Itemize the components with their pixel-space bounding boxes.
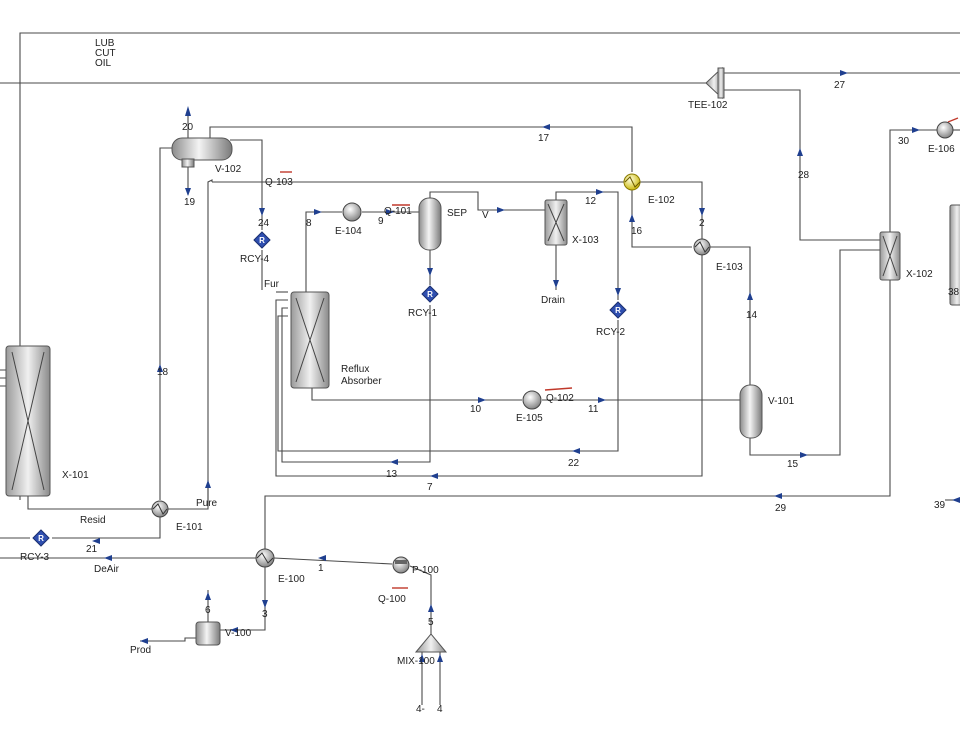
stream-lines [0, 32, 960, 705]
label-e104: E-104 [335, 226, 362, 237]
label-s1: 1 [318, 563, 324, 574]
label-sep: SEP [447, 208, 467, 219]
label-e100: E-100 [278, 574, 305, 585]
label-s2: 2 [699, 218, 705, 229]
label-s14: 14 [746, 310, 758, 321]
label-x102: X-102 [906, 269, 933, 280]
heater-e105[interactable] [522, 390, 542, 410]
label-s39: 39 [934, 500, 946, 511]
column-reflux-absorber[interactable] [290, 291, 330, 389]
label-s18: 18 [157, 367, 169, 378]
heat-exchanger-e101[interactable] [151, 500, 169, 518]
label-s17: 17 [538, 133, 550, 144]
vessel-v100[interactable] [195, 621, 221, 646]
label-drain: Drain [541, 295, 565, 306]
column-x103[interactable] [544, 199, 568, 246]
separator-sep[interactable] [418, 197, 442, 251]
label-p100: P-100 [412, 565, 439, 576]
label-s7: 7 [427, 482, 433, 493]
energy-streams [280, 117, 959, 589]
label-s4a: 4- [416, 704, 425, 715]
recycle-rcy4[interactable]: R [253, 231, 271, 249]
label-s4b: 4 [437, 704, 443, 715]
label-reflux: Reflux [341, 364, 369, 375]
label-s6: 6 [205, 605, 211, 616]
label-rcy4: RCY-4 [240, 254, 270, 265]
labels: LUB CUT OIL TEE-102 27 17 20 V-102 Q-103… [20, 38, 960, 715]
label-deair: DeAir [94, 564, 120, 575]
heater-e106[interactable] [936, 121, 954, 139]
recycle-rcy2[interactable]: R [609, 301, 627, 319]
label-q100: Q-100 [378, 594, 406, 605]
label-e101: E-101 [176, 522, 203, 533]
mixer-mix100[interactable] [414, 633, 448, 653]
label-s9: 9 [378, 216, 384, 227]
label-s24: 24 [258, 218, 270, 229]
label-s10: 10 [470, 404, 482, 415]
equipment: R R R R [5, 66, 960, 653]
label-s8: 8 [306, 218, 312, 229]
pump-p100[interactable] [392, 556, 410, 574]
label-fur: Fur [264, 279, 280, 290]
svg-text:R: R [259, 236, 265, 245]
label-x103: X-103 [572, 235, 599, 246]
label-s3: 3 [262, 609, 268, 620]
label-rcy3: RCY-3 [20, 552, 50, 563]
label-e106: E-106 [928, 144, 955, 155]
label-s27: 27 [834, 80, 846, 91]
heat-exchanger-e100[interactable] [255, 548, 275, 568]
label-mix100: MIX-100 [397, 656, 435, 667]
label-tee102: TEE-102 [688, 100, 728, 111]
label-q101: Q-101 [384, 206, 412, 217]
label-s20: 20 [182, 122, 194, 133]
label-rcy2: RCY-2 [596, 327, 626, 338]
label-v: V [482, 210, 489, 221]
svg-text:R: R [427, 290, 433, 299]
label-s12: 12 [585, 196, 597, 207]
label-s13: 13 [386, 469, 398, 480]
tee-102[interactable] [705, 66, 725, 100]
label-e103: E-103 [716, 262, 743, 273]
label-s15: 15 [787, 459, 799, 470]
label-e105: E-105 [516, 413, 543, 424]
label-rcy1: RCY-1 [408, 308, 438, 319]
vessel-v101[interactable] [739, 384, 763, 439]
label-x101: X-101 [62, 470, 89, 481]
label-s29: 29 [775, 503, 787, 514]
svg-text:R: R [615, 306, 621, 315]
label-cut: CUT [95, 48, 116, 59]
label-v102: V-102 [215, 164, 242, 175]
label-v101: V-101 [768, 396, 795, 407]
label-s11: 11 [588, 404, 599, 415]
label-s5: 5 [428, 617, 434, 628]
svg-text:R: R [38, 534, 44, 543]
label-absorber: Absorber [341, 376, 382, 387]
column-x101[interactable] [5, 345, 51, 497]
label-s30: 30 [898, 136, 910, 147]
label-resid: Resid [80, 515, 106, 526]
label-prod: Prod [130, 645, 151, 656]
label-v100: V-100 [225, 628, 252, 639]
drum-v102[interactable] [171, 137, 233, 168]
label-pure: Pure [196, 498, 218, 509]
recycle-rcy1[interactable]: R [421, 285, 439, 303]
label-q102: Q-102 [546, 393, 574, 404]
column-x102[interactable] [879, 231, 901, 281]
label-s16: 16 [631, 226, 643, 237]
heat-exchanger-e103[interactable] [693, 238, 711, 256]
label-s38: 38 [948, 287, 960, 298]
recycle-rcy3[interactable]: R [32, 529, 50, 547]
label-q103: Q-103 [265, 177, 293, 188]
label-lub: LUB [95, 38, 115, 49]
label-s19: 19 [184, 197, 196, 208]
label-s22: 22 [568, 458, 580, 469]
heater-e104[interactable] [342, 202, 362, 222]
label-e102: E-102 [648, 195, 675, 206]
flow-arrows [92, 70, 960, 662]
label-oil: OIL [95, 58, 112, 69]
heat-exchanger-e102[interactable] [623, 173, 641, 191]
label-s21: 21 [86, 544, 98, 555]
label-s28: 28 [798, 170, 810, 181]
